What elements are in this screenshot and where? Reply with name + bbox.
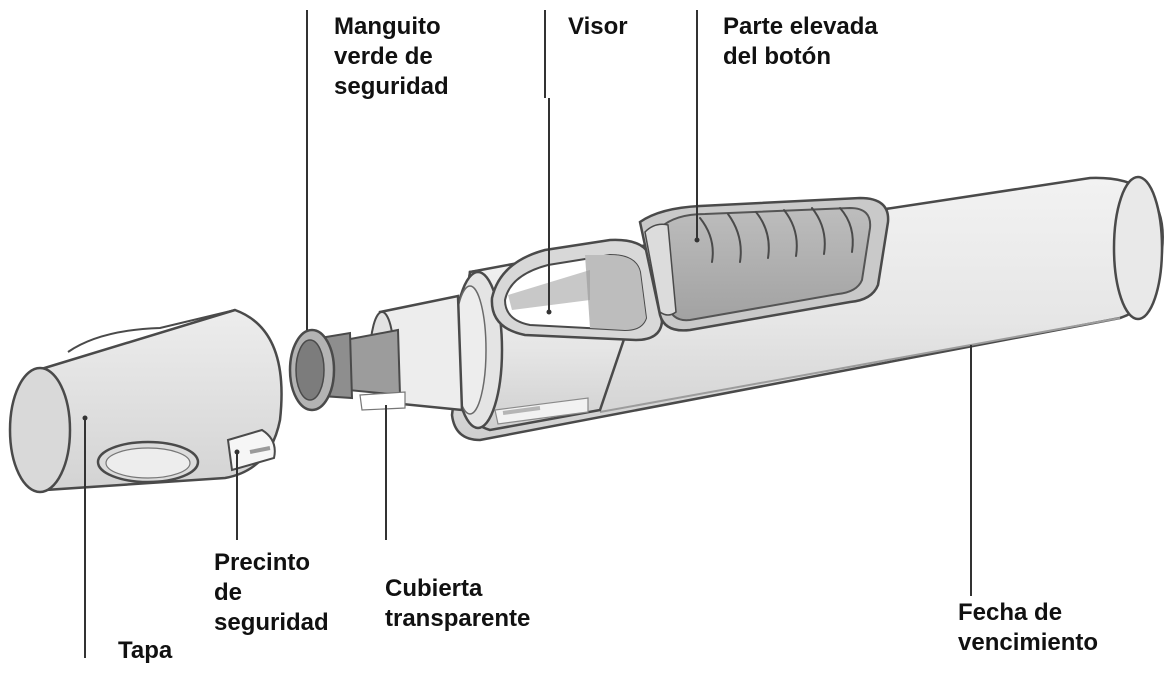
cap-top-ridge (67, 309, 236, 353)
label-line: Parte elevada (723, 13, 878, 40)
label-strip-mark (502, 406, 541, 415)
window-inner-shade (585, 255, 646, 330)
label-line: del botón (723, 43, 831, 70)
label-fecha: Fecha de vencimiento (958, 598, 1098, 658)
label-line: transparente (385, 605, 531, 632)
label-line: verde de (334, 43, 433, 70)
label-line: vencimiento (958, 629, 1099, 656)
label-line: Manguito (334, 13, 441, 40)
label-parte-elevada: Parte elevada del botón (723, 12, 878, 72)
label-line: Cubierta (385, 575, 483, 602)
cover-window (359, 391, 406, 411)
leader-lines (84, 10, 972, 658)
label-line: seguridad (334, 73, 449, 100)
cap-grip-inner (105, 447, 191, 479)
cap-seal-arrow (249, 446, 271, 454)
leader-dots (82, 237, 700, 455)
green-safety-sleeve (288, 328, 354, 412)
cap-end (8, 366, 72, 494)
transparent-cover (343, 294, 464, 412)
label-manguito-verde: Manguito verde de seguridad (334, 12, 449, 102)
label-visor: Visor (568, 12, 628, 42)
barrel-end (1112, 175, 1164, 321)
label-line: seguridad (214, 609, 329, 636)
button-ribs (699, 207, 854, 263)
label-strip (494, 397, 589, 425)
sleeve-inner (295, 339, 325, 401)
barrel-shade (599, 317, 1121, 413)
label-line: Tapa (118, 637, 173, 664)
button-top (658, 206, 872, 322)
cap-body (36, 308, 283, 492)
label-line: Visor (568, 13, 628, 40)
label-line: Precinto (214, 549, 311, 576)
label-line: Fecha de (958, 599, 1063, 626)
button-highlight (644, 223, 677, 316)
label-cubierta: Cubierta transparente (385, 574, 530, 634)
raised-button (638, 196, 890, 332)
cover-inner (343, 328, 402, 397)
cap (8, 308, 283, 494)
label-line: de (214, 579, 243, 606)
label-tapa: Tapa (118, 636, 172, 666)
label-precinto: Precinto de seguridad (214, 548, 329, 638)
